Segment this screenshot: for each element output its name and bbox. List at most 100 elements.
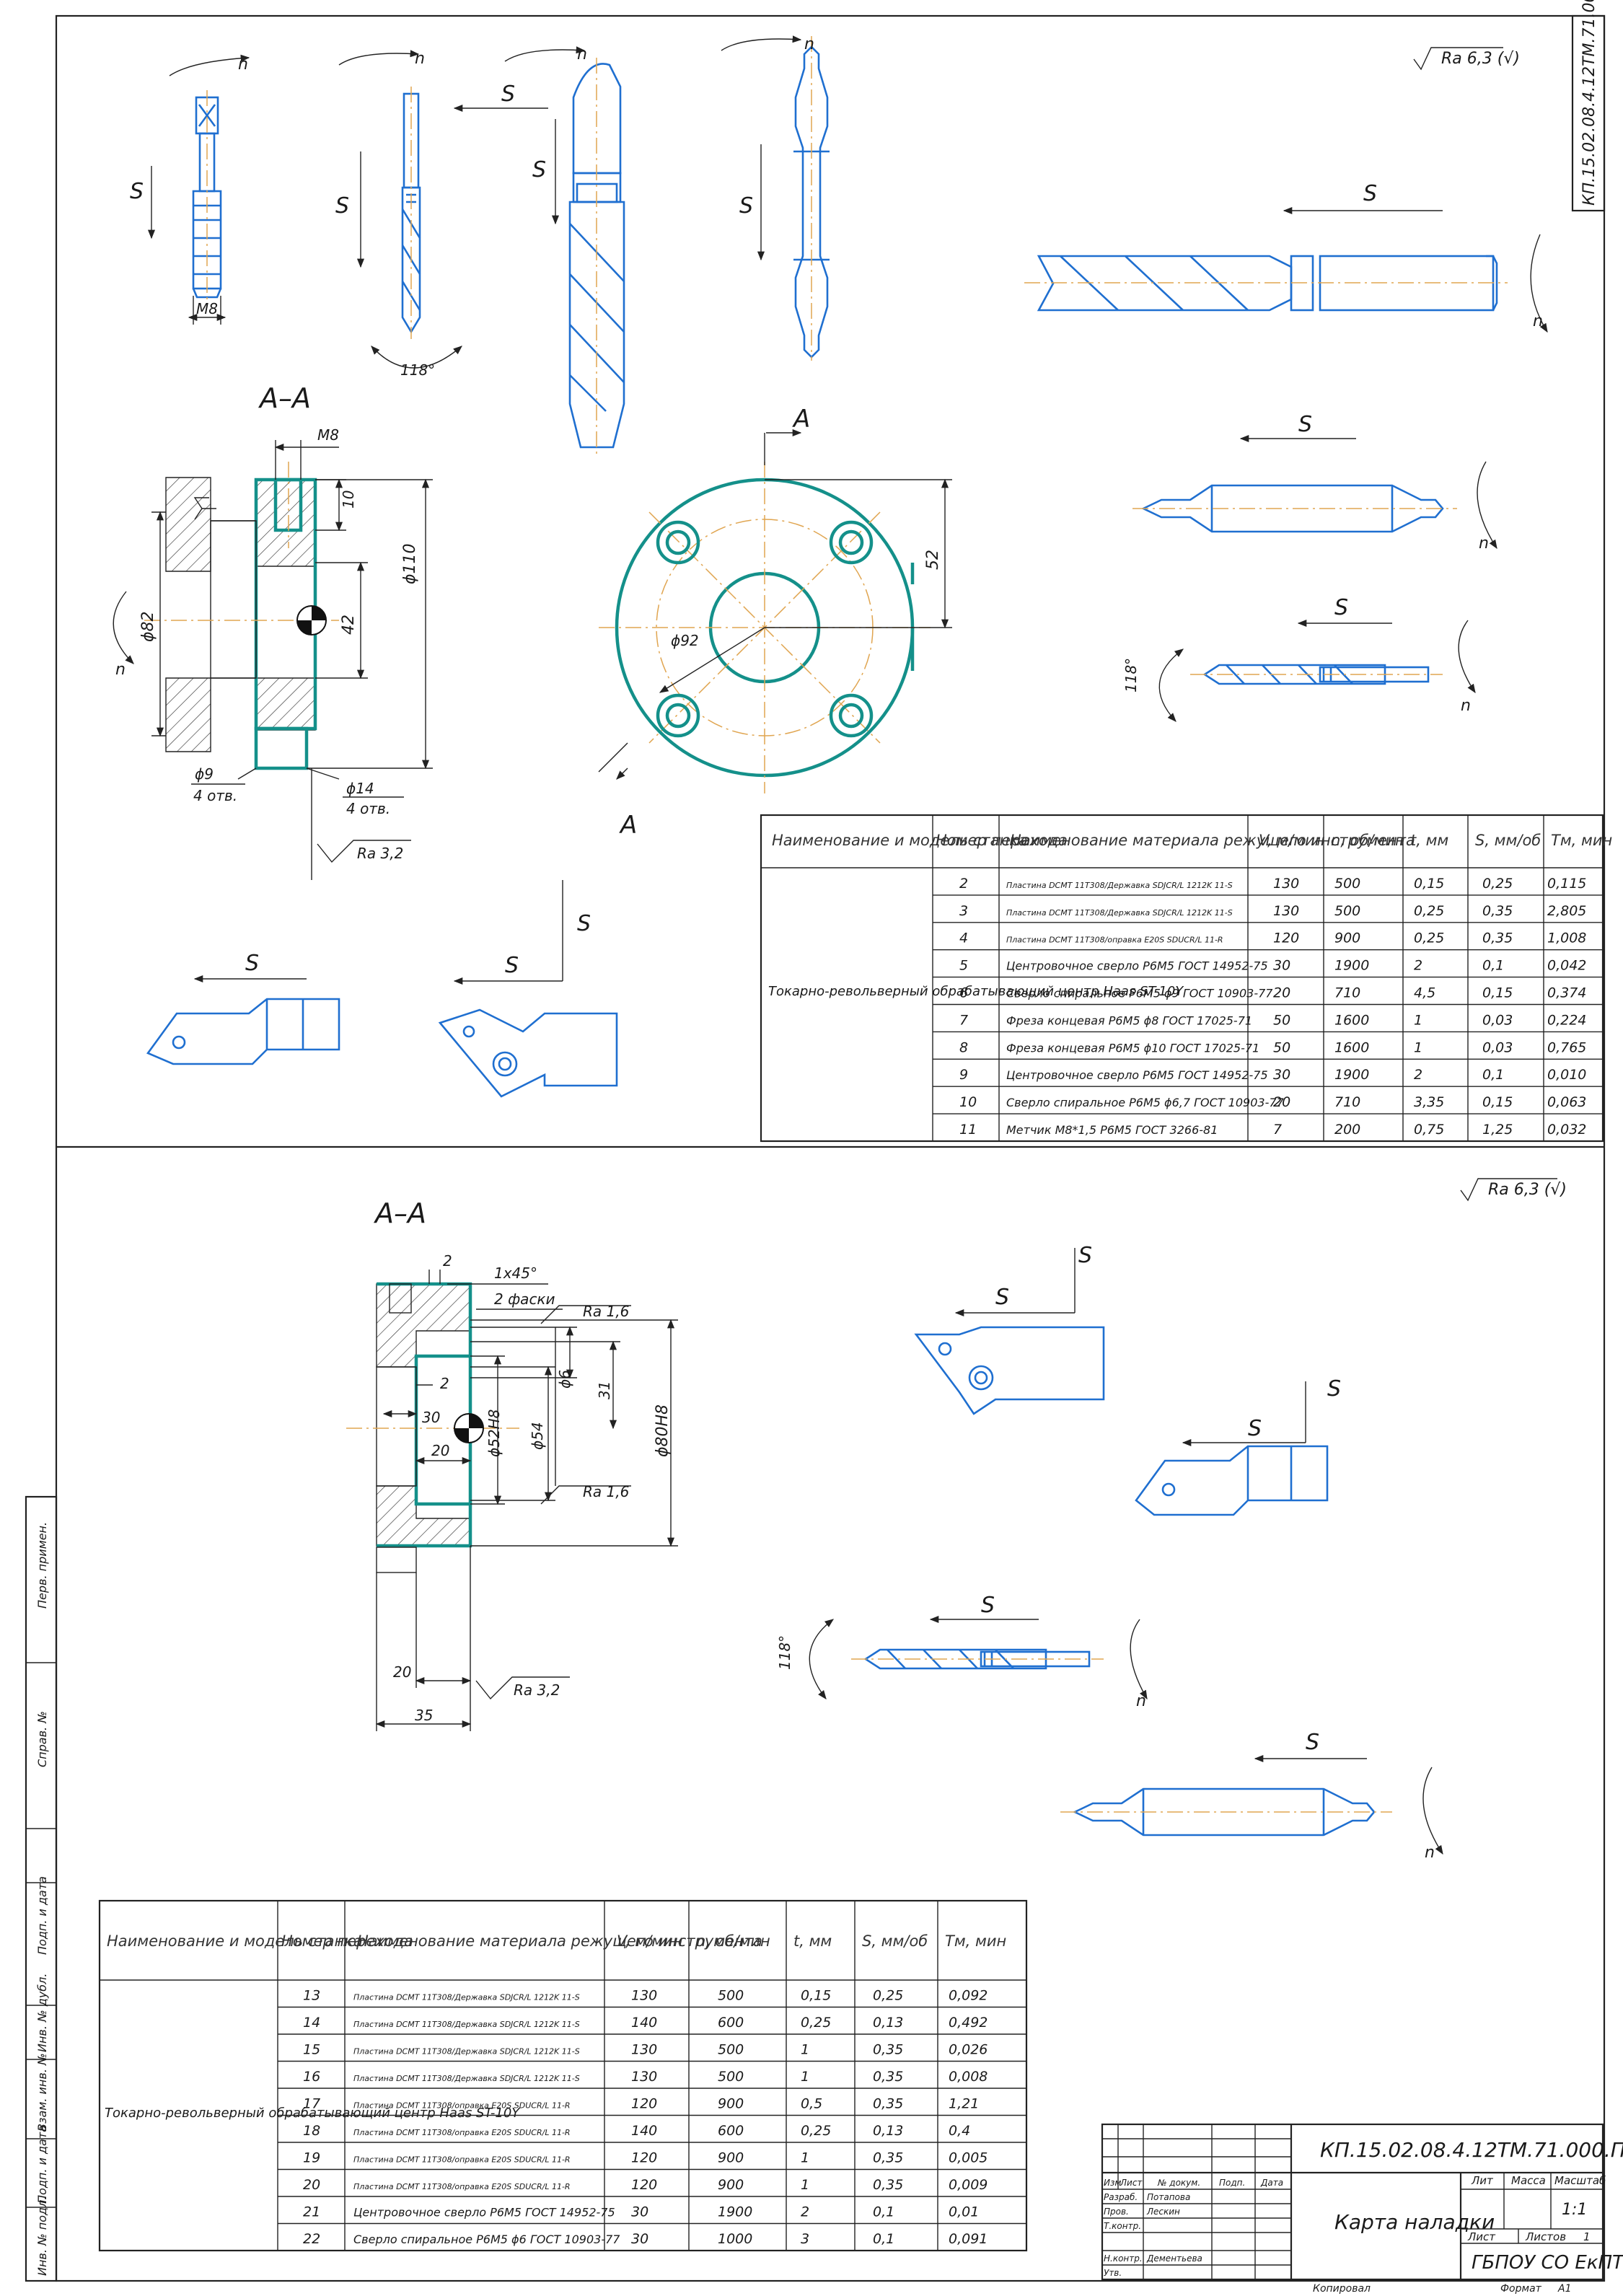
table-cell-tm: 0,091 [949,2231,988,2247]
table-cell-tool: Пластина DCMT 11T308/Державка SDJCR/L 12… [1006,881,1233,890]
table-cell-t: 1 [801,2042,809,2058]
table-cell-step: 16 [303,2069,320,2085]
drill-angle-1: 118° [400,361,435,379]
view-marker-a-top: А [792,405,810,434]
table-cell-v: 130 [631,1988,657,2004]
table-cell-s: 0,03 [1482,1039,1513,1055]
table-cell-step: 10 [959,1094,977,1110]
table-cell-n: 500 [718,2069,744,2085]
tb-mass: Масса [1511,2174,1546,2187]
tap-thread-label: М8 [196,300,218,317]
table-cell-step: 9 [959,1067,968,1083]
table-cell-s: 0,13 [873,2015,903,2031]
table-cell-n: 900 [1334,931,1360,946]
table-cell-v: 30 [1273,958,1290,974]
table-cell-s: 0,25 [1482,876,1513,892]
table-cell-tool: Пластина DCMT 11T308/оправка E20S SDUCR/… [353,2155,571,2165]
table-cell-step: 5 [959,958,968,974]
table-cell-v: 50 [1273,1039,1290,1055]
table-cell-step: 20 [303,2177,320,2193]
table-cell-tm: 0,374 [1547,985,1586,1001]
table-cell-s: 0,35 [1482,903,1513,919]
dim-dia52h8: ϕ52H8 [485,1409,503,1457]
table-cell-tool: Пластина DCMT 11T308/Державка SDJCR/L 12… [353,2074,580,2083]
table-cell-s: 0,35 [1482,931,1513,946]
th-tm-top: Тм, мин [1551,832,1612,849]
tb-sheet: Лист [1467,2230,1496,2243]
dim-2-top-bottom: 2 [443,1252,452,1270]
table-cell-v: 130 [631,2069,657,2085]
table-cell-tool: Центровочное сверло Р6М5 ГОСТ 14952-75 [1006,1068,1268,1082]
title-block-code: КП.15.02.08.4.12ТМ.71.000.ПЗ [1320,2138,1623,2162]
dim-20-bottom: 20 [393,1663,411,1681]
table-cell-step: 14 [303,2015,320,2031]
th-machine-top: Наименование и модель станка [772,832,1028,849]
dim-chamfer: 1х45° [494,1264,537,1282]
svg-text:S: S [1363,181,1377,206]
dim-42: 42 [340,615,358,635]
ra16-b: Ra 1,6 [583,1483,629,1500]
dim-dia82: ϕ82 [139,611,157,642]
table-cell-tool: Пластина DCMT 11T308/Державка SDJCR/L 12… [1006,908,1233,918]
dim-35: 35 [415,1707,433,1724]
table-cell-step: 3 [959,903,968,919]
table-cell-step: 18 [303,2123,320,2139]
table-cell-t: 0,25 [1414,931,1444,946]
table-cell-t: 3 [801,2231,809,2247]
svg-text:S: S [1334,595,1348,620]
table-cell-v: 130 [631,2042,657,2058]
dim-m8-top: М8 [317,426,339,444]
th-tm-bottom: Тм, мин [945,1932,1006,1950]
dim-dia80h8: ϕ80H8 [654,1404,672,1457]
table-cell-step: 17 [303,2096,320,2112]
table-cell-step: 7 [959,1012,968,1028]
svg-text:S: S [532,157,546,182]
table-cell-v: 130 [1273,876,1299,892]
general-roughness-top: Ra 6,3 (√) [1441,50,1520,68]
dim-dia54: ϕ54 [529,1422,546,1450]
svg-text:Утв.: Утв. [1104,2268,1122,2278]
table-cell-v: 7 [1273,1122,1282,1138]
table-cell-v: 120 [631,2150,657,2166]
margin-strip [25,1495,58,2282]
tb-sheets-value: 1 [1583,2230,1591,2243]
th-step-top: Номер перехода [936,832,1068,849]
table-cell-tool: Пластина DCMT 11T308/Державка SDJCR/L 12… [353,1993,580,2002]
step-drill [568,58,625,454]
margin-inv-podl: Инв. № подл. [35,2196,49,2276]
table-cell-n: 1600 [1334,1012,1369,1028]
table-cell-tm: 0,010 [1547,1067,1586,1083]
svg-text:n: n [1461,697,1471,715]
table-cell-v: 120 [1273,931,1299,946]
table-cell-tool: Пластина DCMT 11T308/оправка E20S SDUCR/… [1006,936,1223,945]
table-cell-step: 15 [303,2042,320,2058]
th-v-bottom: V, м/мин [617,1932,682,1950]
table-cell-v: 30 [1273,1067,1290,1083]
section-label-top: А–А [258,382,311,414]
table-cell-s: 0,1 [873,2231,894,2247]
svg-text:S: S [995,1285,1009,1310]
tb-razrab-name: Потапова [1147,2192,1190,2202]
table-cell-t: 1 [801,2069,809,2085]
svg-text:n: n [1136,1692,1146,1710]
table-cell-t: 1 [1414,1012,1422,1028]
dim-dia110: ϕ110 [401,543,419,584]
th-step-bottom: Номер перехода [281,1932,413,1950]
table-cell-step: 13 [303,1988,320,2004]
table-cell-tm: 0,765 [1547,1039,1586,1055]
svg-text:S: S [981,1593,995,1618]
margin-sprav: Справ. № [35,1711,49,1767]
table-cell-step: 6 [959,985,968,1001]
th-machine-bottom: Наименование и модель станка [107,1932,363,1950]
th-v-top: V, м/мин [1259,832,1324,849]
table-cell-s: 0,1 [1482,1067,1504,1083]
ra32-bottom: Ra 3,2 [514,1681,560,1699]
table-cell-tool: Метчик М8*1,5 Р6М5 ГОСТ 3266-81 [1006,1123,1218,1137]
code-stamp [1571,14,1606,212]
th-s-bottom: S, мм/об [862,1932,928,1950]
table-cell-n: 200 [1334,1122,1360,1138]
svg-text:S: S [1298,412,1312,437]
dim-dia9: ϕ9 [195,765,214,783]
table-cell-s: 0,35 [873,2177,903,2193]
